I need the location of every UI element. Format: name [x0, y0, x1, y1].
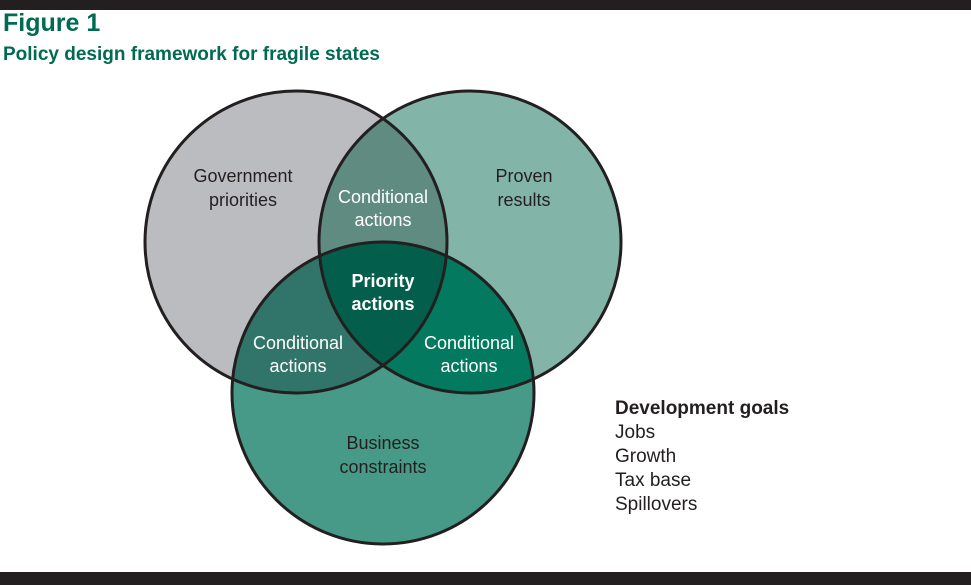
outline-proven: [317, 89, 623, 395]
label-proven-2: results: [497, 190, 550, 210]
label-gov-business-1: Conditional: [253, 333, 343, 353]
region-gov-business: [232, 242, 447, 393]
label-government-2: priorities: [209, 190, 277, 210]
top-rule: [0, 0, 971, 10]
region-proven-business: [319, 242, 534, 393]
label-proven-1: Proven: [495, 166, 552, 186]
label-center-1: Priority: [351, 271, 414, 291]
label-gov-proven-2: actions: [354, 210, 411, 230]
goal-item: Tax base: [615, 470, 692, 491]
label-gov-business-2: actions: [269, 356, 326, 376]
goals-heading: Development goals: [615, 398, 790, 419]
label-business-1: Business: [346, 433, 419, 453]
label-proven-business-2: actions: [440, 356, 497, 376]
figure-title: Policy design framework for fragile stat…: [3, 44, 380, 65]
goal-item: Spillovers: [615, 494, 698, 515]
outline-government: [143, 89, 449, 395]
label-proven-business-1: Conditional: [424, 333, 514, 353]
development-goals: Development goals Jobs Growth Tax base S…: [615, 397, 789, 517]
label-government-1: Government: [193, 166, 292, 186]
label-gov-proven-1: Conditional: [338, 187, 428, 207]
goal-item: Growth: [615, 446, 677, 467]
outline-business: [230, 240, 536, 546]
goal-item: Jobs: [615, 422, 656, 443]
bottom-rule: [0, 572, 971, 585]
label-center-2: actions: [351, 294, 414, 314]
figure-label: Figure 1: [3, 9, 101, 37]
label-business-2: constraints: [339, 457, 426, 477]
